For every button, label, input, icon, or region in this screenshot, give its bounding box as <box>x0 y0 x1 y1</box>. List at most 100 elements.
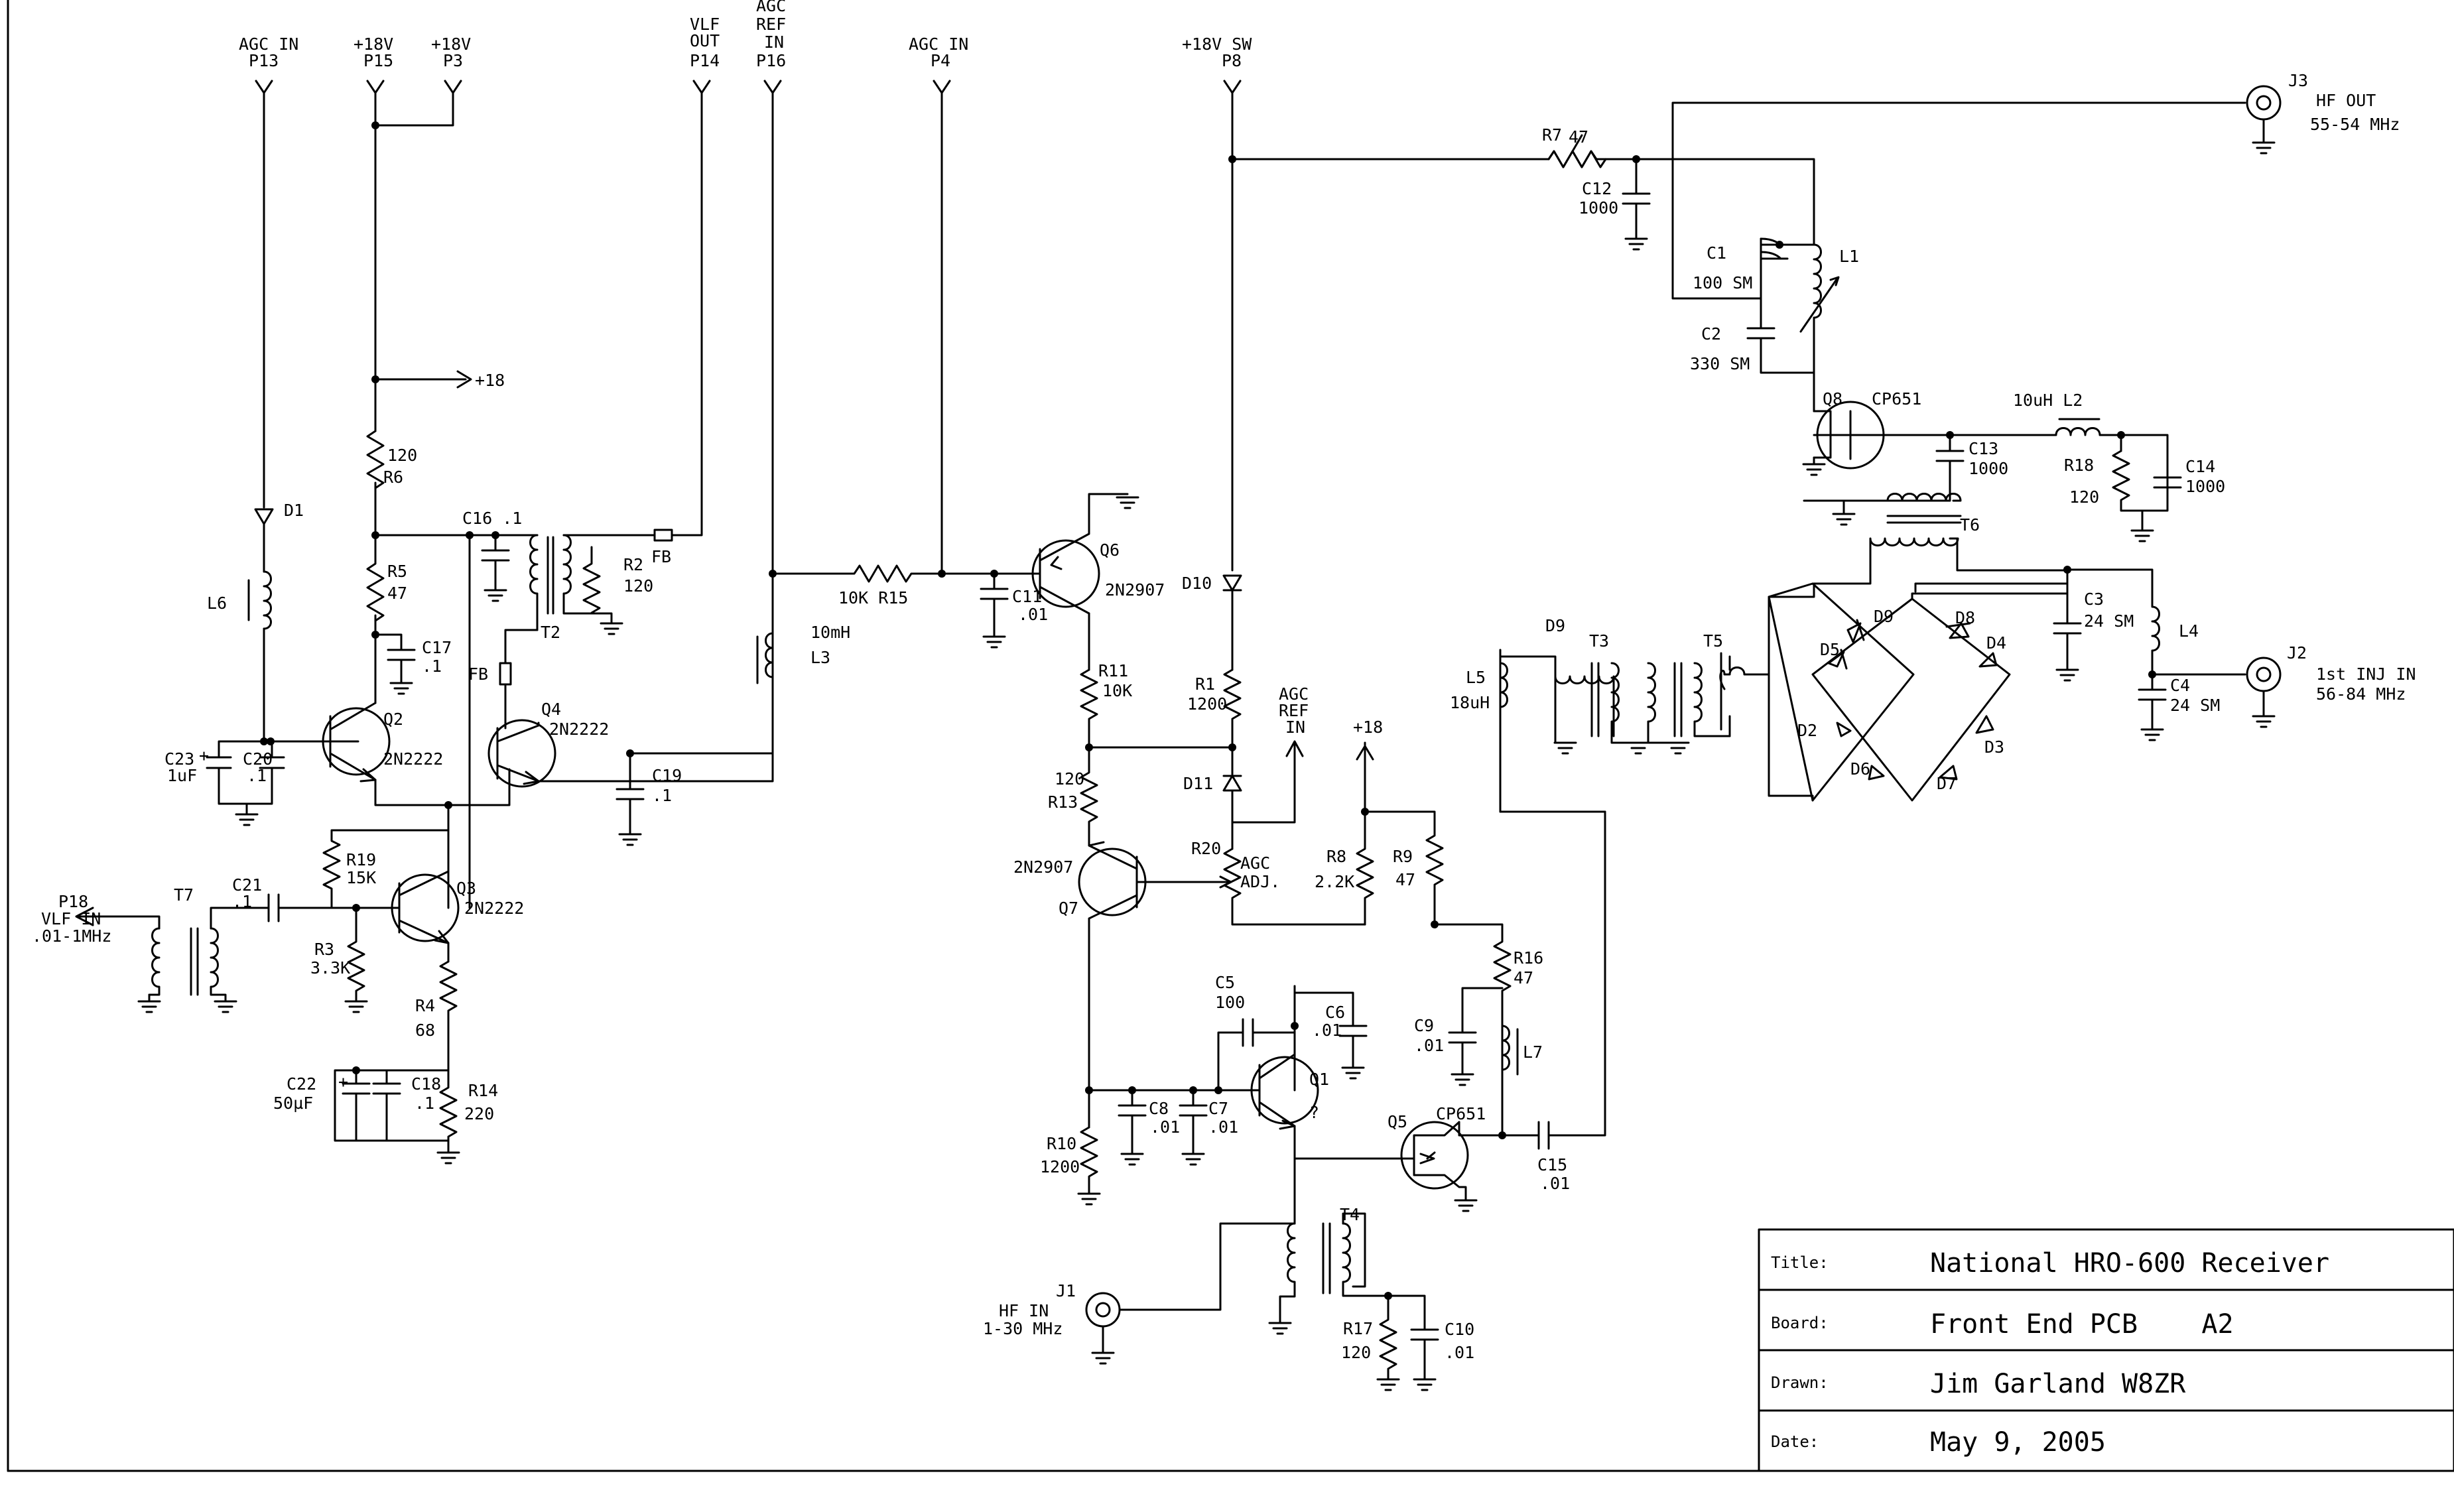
drawn-label: Drawn: <box>1771 1373 1829 1392</box>
c20-label: C20 <box>243 749 273 769</box>
q6-type: 2N2907 <box>1105 580 1165 599</box>
plus18-label-b: +18 <box>1353 718 1383 737</box>
c14-label: C14 <box>2185 457 2215 476</box>
r9-value: 47 <box>1395 870 1415 889</box>
hf-amp-stage <box>1077 668 1368 1206</box>
c5-label: C5 <box>1215 973 1235 992</box>
c20-value: .1 <box>247 766 267 785</box>
fb1-label: FB <box>651 547 671 566</box>
r9-label: R9 <box>1393 847 1413 866</box>
q2-type: 2N2222 <box>383 749 443 769</box>
p15-label-a: +18V <box>354 34 393 54</box>
p15-label-b: P15 <box>363 51 393 70</box>
c1-value: 100 SM <box>1693 273 1752 292</box>
agcref-label-a: AGC <box>1279 684 1309 704</box>
r6-value: 120 <box>387 446 417 465</box>
l5-value: 18uH <box>1450 693 1490 712</box>
c10-label: C10 <box>1445 1320 1474 1339</box>
c10-value: .01 <box>1445 1343 1474 1362</box>
q8-label: Q8 <box>1823 389 1842 409</box>
c6-label: C6 <box>1325 1003 1345 1022</box>
p16-label-c: IN <box>764 32 784 52</box>
c9-value: .01 <box>1414 1036 1444 1055</box>
t6-label: T6 <box>1960 515 1980 535</box>
r7-label: R7 <box>1542 125 1562 145</box>
vlf-output-stage <box>468 80 774 909</box>
p13-label-b: P13 <box>249 51 279 70</box>
p4-label-b: P4 <box>931 51 950 70</box>
q7-label: Q7 <box>1059 899 1078 918</box>
date-label: Date: <box>1771 1432 1819 1451</box>
r3-label: R3 <box>314 940 334 959</box>
j1-label-a: HF IN <box>999 1301 1049 1320</box>
title-label: Title: <box>1771 1253 1829 1272</box>
r17-label: R17 <box>1343 1319 1373 1338</box>
c12-value: 1000 <box>1579 198 1618 218</box>
junction-dots <box>260 121 2156 1300</box>
d3-label: D3 <box>1984 737 2004 757</box>
t5-label: T5 <box>1703 631 1723 651</box>
c11-label: C11 <box>1012 587 1042 606</box>
c3-label: C3 <box>2084 590 2104 609</box>
r19-value: 15K <box>346 868 376 887</box>
agc-reference-network <box>1218 80 1550 1137</box>
q8-type: CP651 <box>1872 389 1921 409</box>
t2-label: T2 <box>541 623 560 642</box>
mixer-output-network <box>1547 85 2282 585</box>
c3-value: 24 SM <box>2084 611 2134 631</box>
r20-label-b: ADJ. <box>1240 872 1280 891</box>
p16-label-a: AGC <box>756 0 786 15</box>
r15-label: 10K R15 <box>838 588 908 607</box>
c8-value: .01 <box>1150 1117 1180 1137</box>
p8-label-b: P8 <box>1222 51 1242 70</box>
r5-label: R5 <box>387 562 407 581</box>
j2-label-a: 1st INJ IN <box>2316 664 2416 684</box>
q4-type: 2N2222 <box>549 720 609 739</box>
l2-label: 10uH L2 <box>2013 391 2083 410</box>
drawn-value: Jim Garland W8ZR <box>1930 1369 2186 1399</box>
title-value: National HRO-600 Receiver <box>1930 1248 2329 1279</box>
p13-label-a: AGC IN <box>239 34 298 54</box>
r11-label: R11 <box>1098 661 1128 680</box>
vlf-input-stage <box>75 804 460 1165</box>
l7-label: L7 <box>1523 1042 1543 1062</box>
t4-label: T4 <box>1340 1205 1360 1224</box>
c18-value: .1 <box>415 1094 434 1113</box>
c17-value: .1 <box>422 657 442 676</box>
c18-label: C18 <box>411 1074 441 1094</box>
c23-value: 1uF <box>167 766 197 785</box>
r1-label: R1 <box>1195 674 1215 694</box>
j3-label: J3 <box>2288 71 2308 90</box>
r18-label: R18 <box>2064 456 2094 475</box>
t7-label: T7 <box>174 885 194 905</box>
c13-value: 1000 <box>1969 459 2008 478</box>
r16-value: 47 <box>1514 968 1533 987</box>
p18-label-a: P18 <box>58 892 88 911</box>
l3-label: L3 <box>810 648 830 667</box>
r18-value: 120 <box>2069 487 2099 507</box>
r10-value: 1200 <box>1040 1157 1080 1176</box>
j1-label: J1 <box>1056 1281 1076 1300</box>
c16-label: C16 .1 <box>462 509 522 528</box>
c11-value: .01 <box>1018 605 1048 624</box>
q6-label: Q6 <box>1100 540 1120 560</box>
d4-label: D4 <box>1986 633 2006 653</box>
c5-value: 100 <box>1215 993 1245 1012</box>
r20-label: R20 <box>1191 839 1221 858</box>
c6-value: .01 <box>1312 1021 1342 1040</box>
q4-label: Q4 <box>541 700 561 719</box>
r11-value: 10K <box>1102 681 1132 700</box>
agcref-label-b: REF <box>1279 701 1309 720</box>
p16-label-b: REF <box>756 15 786 34</box>
r8-label: R8 <box>1326 847 1346 866</box>
d10-label: D10 <box>1182 574 1212 593</box>
c23-label: C23 <box>164 749 194 769</box>
r3-value: 3.3K <box>310 958 350 977</box>
r8-value: 2.2K <box>1315 872 1354 891</box>
c15-label: C15 <box>1537 1155 1567 1174</box>
date-value: May 9, 2005 <box>1930 1427 2106 1458</box>
c2-value: 330 SM <box>1690 354 1750 373</box>
c21-value: .1 <box>232 892 252 911</box>
hf-input-stage <box>1085 810 1606 1391</box>
r7-value: 47 <box>1569 127 1588 147</box>
